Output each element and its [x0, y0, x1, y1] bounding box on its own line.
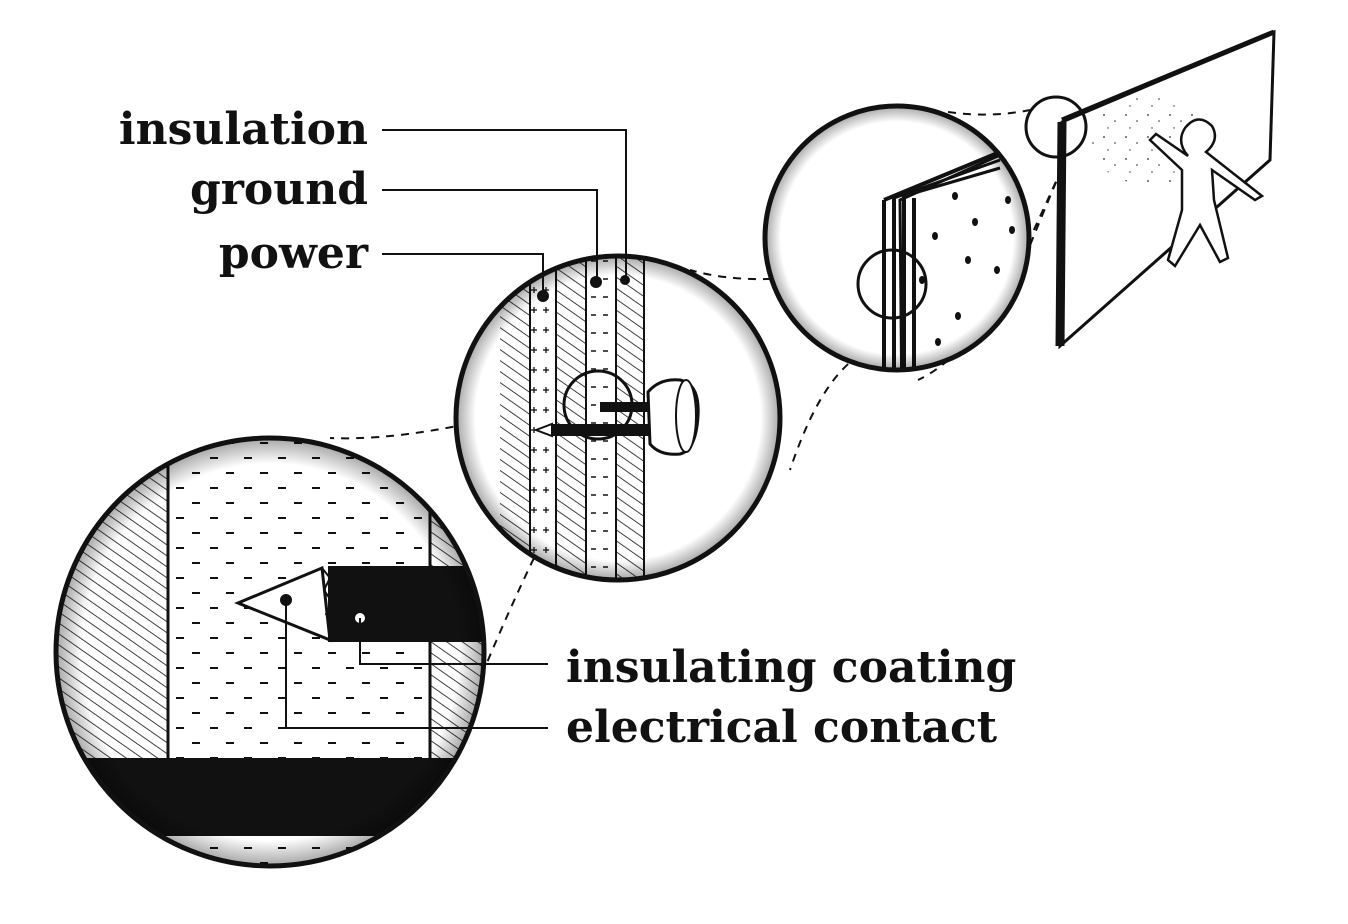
- label-electrical-contact: electrical contact: [566, 702, 998, 753]
- magnifier-panel-layers: [762, 103, 1032, 373]
- wall-zoom-ring: [1024, 95, 1088, 159]
- magnifier-layers: [453, 253, 783, 583]
- label-insulation: insulation: [118, 104, 368, 155]
- leader-lines: [285, 129, 627, 729]
- label-insulating-coating: insulating coating: [566, 642, 1017, 693]
- wall-panel: [1055, 29, 1276, 350]
- panel-zoom-ring: [856, 248, 928, 320]
- label-ground: ground: [189, 164, 368, 215]
- person-figure: [1148, 118, 1265, 268]
- label-power: power: [218, 228, 368, 279]
- magnifier-pin-tip: [53, 435, 487, 869]
